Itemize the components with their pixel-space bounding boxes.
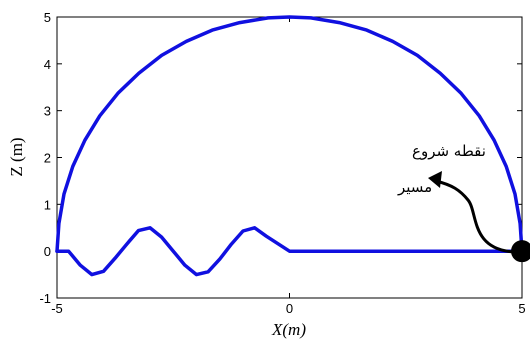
x-tick-label: 5: [518, 301, 525, 316]
x-axis-label: X(m): [271, 320, 306, 339]
x-tick-label: -5: [51, 301, 63, 316]
y-tick-label: 2: [44, 151, 51, 166]
data-series: [55, 15, 524, 277]
series-line-1: [55, 15, 524, 253]
y-tick-label: -1: [39, 291, 51, 306]
y-tick-label: 3: [44, 104, 51, 119]
annotation-arrowhead: [428, 171, 442, 188]
y-tick-label: 0: [44, 244, 51, 259]
annotation-line-2: مسیر: [397, 178, 432, 196]
y-tick-label: 1: [44, 197, 51, 212]
start-point-marker: [511, 240, 530, 263]
y-axis-label: Z (m): [7, 137, 26, 176]
x-tick-label: 0: [286, 301, 293, 316]
annotation-arrow: [435, 179, 516, 254]
axis-ticks: -5 0 5 -1 0 1 2 3 4 5: [39, 10, 525, 316]
annotation-line-1: نقطه شروع: [412, 142, 486, 160]
series-line-0: [55, 226, 524, 277]
y-tick-label: 5: [44, 10, 51, 25]
y-tick-label: 4: [44, 57, 51, 72]
